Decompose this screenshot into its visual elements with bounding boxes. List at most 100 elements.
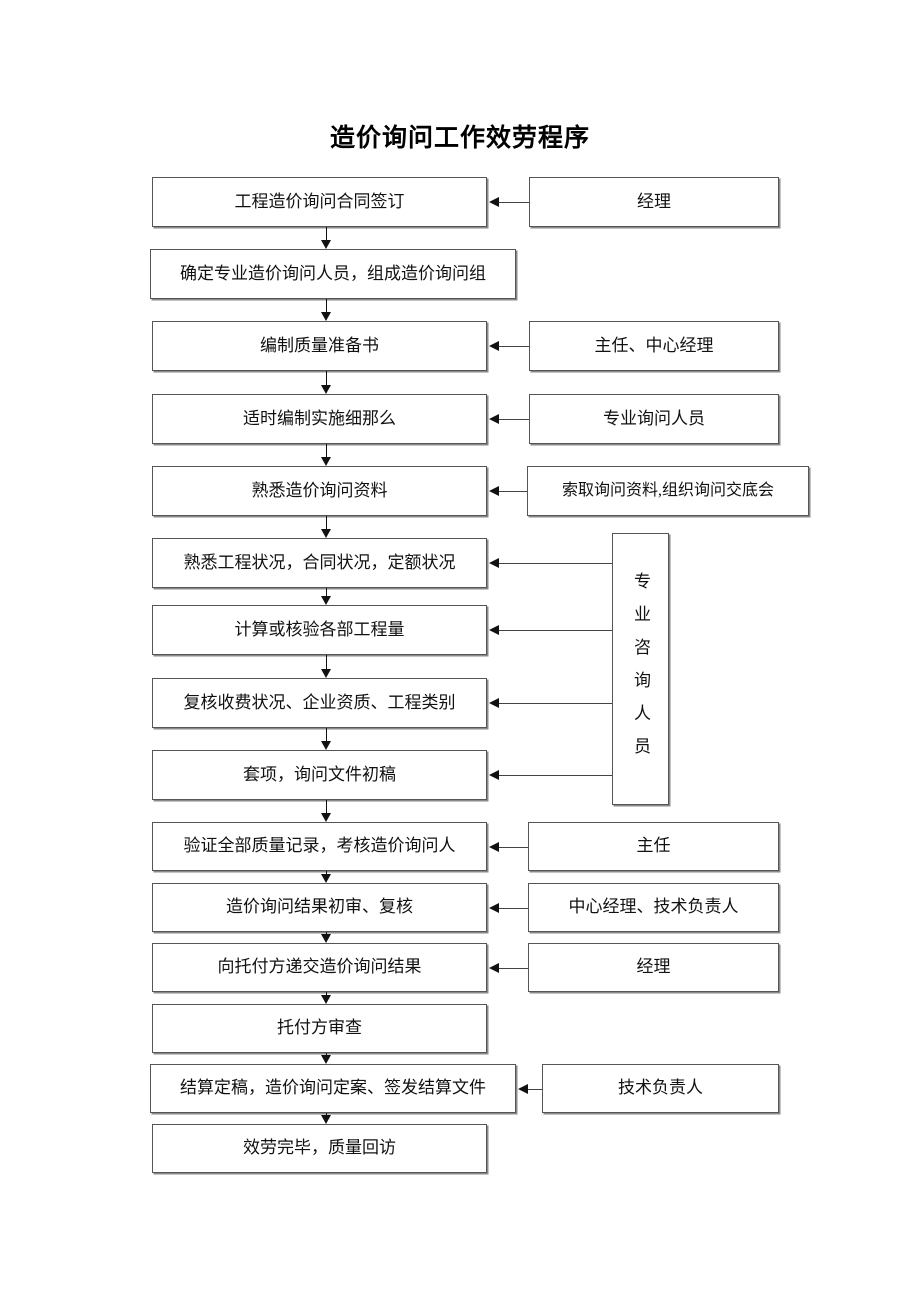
responsibility-box-3: 专业询问人员	[529, 394, 779, 444]
connector-resp3-step4	[499, 419, 529, 420]
process-step-12-label: 向托付方递交造价询问结果	[217, 957, 422, 977]
arrow-left-step8	[489, 698, 499, 708]
arrow-down-step12	[321, 934, 331, 943]
process-step-8-label: 复核收费状况、企业资质、工程类别	[183, 692, 456, 712]
connector-step13-step14	[326, 1053, 327, 1055]
responsibility-box-4: 索取询问资料,组织询问交底会	[527, 466, 809, 516]
arrow-down-step13	[321, 995, 331, 1004]
connector-step2-step3	[326, 299, 327, 312]
arrow-down-step4	[321, 385, 331, 394]
arrow-down-step3	[321, 312, 331, 321]
arrow-left-step6	[489, 558, 499, 568]
process-step-13: 托付方审查	[152, 1004, 487, 1053]
connector-resp1-step1	[499, 202, 529, 203]
connector-step11-step12	[326, 932, 327, 934]
responsibility-box-6: 中心经理、技术负责人	[528, 883, 779, 932]
connector-vgroup-step6	[499, 563, 612, 564]
arrow-left-step5	[489, 486, 499, 496]
connector-resp2-step3	[499, 346, 529, 347]
arrow-down-step8	[321, 669, 331, 678]
arrow-down-step9	[321, 741, 331, 750]
arrow-left-step9	[489, 770, 499, 780]
process-step-6: 熟悉工程状况，合同状况，定额状况	[152, 538, 487, 588]
process-step-1-label: 工程造价询问合同签订	[234, 191, 405, 211]
connector-step7-step8	[326, 655, 327, 669]
page-title: 造价询问工作效劳程序	[329, 124, 590, 152]
arrow-down-step14	[321, 1055, 331, 1064]
connector-step9-step10	[326, 800, 327, 813]
process-step-7: 计算或核验各部工程量	[152, 605, 487, 655]
responsibility-box-5-label: 主任	[636, 836, 671, 856]
arrow-down-step6	[321, 529, 331, 538]
responsibility-box-vertical-group: 专业咨询人员	[612, 533, 669, 805]
responsibility-box-8-label: 技术负责人	[618, 1078, 703, 1098]
arrow-left-step3	[489, 341, 499, 351]
responsibility-box-vertical-group-label: 专业咨询人员	[631, 572, 650, 770]
arrow-down-step7	[321, 596, 331, 605]
process-step-3: 编制质量准备书	[152, 321, 487, 371]
process-step-11-label: 造价询问结果初审、复核	[226, 897, 413, 917]
connector-resp4-step5	[499, 491, 527, 492]
responsibility-box-2: 主任、中心经理	[529, 321, 779, 371]
responsibility-box-2-label: 主任、中心经理	[594, 335, 714, 355]
connector-resp5-step10	[499, 847, 528, 848]
responsibility-box-6-label: 中心经理、技术负责人	[568, 897, 739, 917]
process-step-12: 向托付方递交造价询问结果	[152, 943, 487, 992]
process-step-6-label: 熟悉工程状况，合同状况，定额状况	[183, 552, 456, 572]
responsibility-box-7: 经理	[528, 943, 779, 992]
arrow-down-step5	[321, 457, 331, 466]
responsibility-box-1: 经理	[529, 177, 779, 227]
process-step-10-label: 验证全部质量记录，考核造价询问人	[183, 836, 456, 856]
process-step-1: 工程造价询问合同签订	[152, 177, 487, 227]
responsibility-box-3-label: 专业询问人员	[603, 408, 705, 428]
arrow-left-step14	[518, 1084, 528, 1094]
responsibility-box-4-label: 索取询问资料,组织询问交底会	[561, 482, 774, 500]
process-step-15-label: 效劳完毕，质量回访	[243, 1138, 396, 1158]
process-step-4: 适时编制实施细那么	[152, 394, 487, 444]
process-step-13-label: 托付方审查	[277, 1018, 362, 1038]
arrow-left-step1	[489, 197, 499, 207]
connector-step14-step15	[326, 1113, 327, 1115]
arrow-down-step15	[321, 1115, 331, 1124]
arrow-left-step12	[489, 963, 499, 973]
process-step-15: 效劳完毕，质量回访	[152, 1124, 487, 1173]
arrow-left-step11	[489, 903, 499, 913]
process-step-8: 复核收费状况、企业资质、工程类别	[152, 678, 487, 728]
responsibility-box-7-label: 经理	[636, 957, 671, 977]
process-step-9: 套项，询问文件初稿	[152, 750, 487, 800]
process-step-4-label: 适时编制实施细那么	[243, 408, 396, 428]
process-step-5-label: 熟悉造价询问资料	[251, 480, 388, 500]
arrow-down-step10	[321, 813, 331, 822]
process-step-9-label: 套项，询问文件初稿	[243, 764, 396, 784]
connector-step5-step6	[326, 516, 327, 529]
process-step-10: 验证全部质量记录，考核造价询问人	[152, 822, 487, 871]
responsibility-box-1-label: 经理	[637, 191, 671, 211]
connector-step8-step9	[326, 728, 327, 741]
process-step-2-label: 确定专业造价询问人员，组成造价询问组	[180, 263, 486, 283]
process-step-11: 造价询问结果初审、复核	[152, 883, 487, 932]
process-step-14-label: 结算定稿，造价询问定案、签发结算文件	[180, 1078, 486, 1098]
arrow-down-step2	[321, 240, 331, 249]
arrow-left-step7	[489, 625, 499, 635]
connector-step10-step11	[326, 871, 327, 874]
connector-resp8-step14	[528, 1089, 542, 1090]
connector-vgroup-step9	[499, 775, 612, 776]
process-step-14: 结算定稿，造价询问定案、签发结算文件	[150, 1064, 516, 1113]
arrow-left-step4	[489, 414, 499, 424]
connector-step6-step7	[326, 588, 327, 596]
connector-vgroup-step8	[499, 703, 612, 704]
arrow-left-step10	[489, 842, 499, 852]
connector-step12-step13	[326, 992, 327, 995]
process-step-2: 确定专业造价询问人员，组成造价询问组	[150, 249, 516, 299]
connector-step4-step5	[326, 444, 327, 457]
responsibility-box-5: 主任	[528, 822, 779, 871]
connector-step3-step4	[326, 371, 327, 385]
connector-resp6-step11	[499, 908, 528, 909]
arrow-down-step11	[321, 874, 331, 883]
process-step-7-label: 计算或核验各部工程量	[234, 619, 405, 639]
responsibility-box-8: 技术负责人	[542, 1064, 779, 1113]
process-step-5: 熟悉造价询问资料	[152, 466, 487, 516]
connector-vgroup-step7	[499, 630, 612, 631]
connector-resp7-step12	[499, 968, 528, 969]
